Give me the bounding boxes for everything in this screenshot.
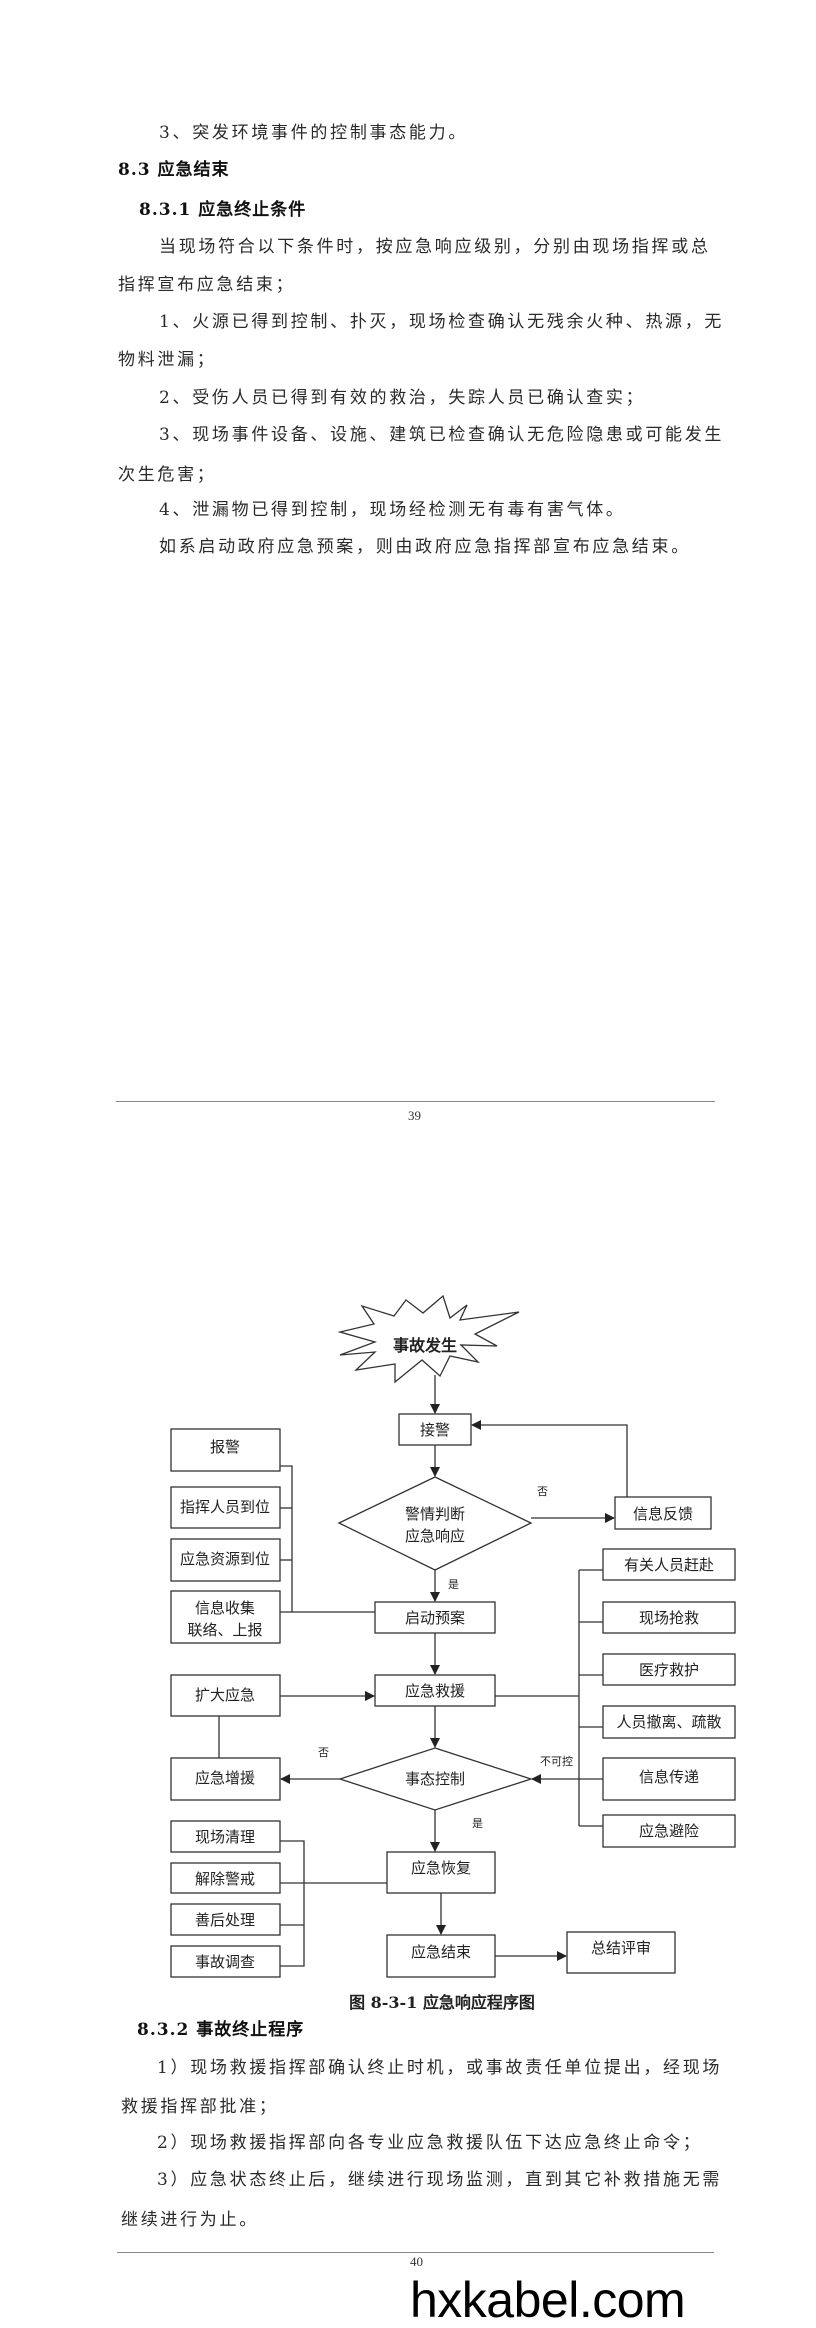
node-reinforce-label: 应急增援 — [195, 1769, 255, 1787]
subsection-heading: 8.3.2 事故终止程序 — [137, 2020, 305, 2040]
page-number: 39 — [408, 1108, 421, 1123]
paragraph-line: 1、火源已得到控制、扑灭，现场检查确认无残余火种、热源，无 — [159, 312, 725, 332]
paragraph-line: 救援指挥部批准； — [121, 2097, 279, 2117]
node-end — [386, 1934, 496, 1978]
node-left2-label: 事故调查 — [195, 1953, 255, 1971]
node-right-label: 医疗救护 — [639, 1661, 699, 1679]
starburst-shape — [337, 1294, 520, 1384]
node-rescue — [374, 1674, 496, 1707]
node-info-collect — [170, 1590, 281, 1644]
node-end-label: 应急结束 — [411, 1943, 471, 1961]
node-info-relay — [602, 1757, 736, 1801]
paragraph-line: 当现场符合以下条件时，按应急响应级别，分别由现场指挥或总 — [159, 237, 711, 257]
paragraph-line: 继续进行为止。 — [121, 2210, 259, 2230]
paragraph-line: 3、现场事件设备、设施、建筑已检查确认无危险隐患或可能发生 — [159, 425, 725, 445]
watermark: hxkabel.com — [410, 2272, 686, 2328]
node-start: 事故发生 — [393, 1336, 457, 1355]
feedback-arrow — [471, 1420, 628, 1497]
node-aftermath — [170, 1903, 281, 1936]
paragraph-line: 2、受伤人员已得到有效的救治，失踪人员已确认查实； — [159, 388, 646, 408]
paragraph-line: 1）现场救援指挥部确认终止时机，或事故责任单位提出，经现场 — [157, 2058, 723, 2078]
node-investigation — [170, 1945, 281, 1978]
node-commanders-label: 指挥人员到位 — [180, 1498, 270, 1516]
node-review — [566, 1931, 676, 1974]
node-lift-cordon — [170, 1862, 281, 1894]
section-heading: 8.3 应急结束 — [118, 160, 230, 180]
node-feedback — [614, 1496, 712, 1530]
node-personnel-dispatch — [602, 1548, 736, 1581]
figure-caption: 图 8-3-1 应急响应程序图 — [349, 1993, 535, 2012]
node-feedback-label: 信息反馈 — [633, 1505, 693, 1523]
page-number: 40 — [410, 2254, 423, 2269]
node-right-label: 人员撤离、疏散 — [616, 1713, 721, 1731]
node-medical-aid — [602, 1653, 736, 1686]
subsection-heading: 8.3.1 应急终止条件 — [139, 200, 307, 220]
node-left2-label: 解除警戒 — [195, 1870, 255, 1888]
node-evacuation — [602, 1705, 736, 1739]
yes-label: 是 — [472, 1817, 483, 1830]
node-left2-label: 现场清理 — [195, 1828, 255, 1846]
node-recover — [386, 1851, 496, 1894]
node-onsite-rescue — [602, 1601, 736, 1634]
node-alarm-label: 报警 — [210, 1438, 240, 1456]
node-control-label: 事态控制 — [405, 1770, 465, 1788]
paragraph-line: 4、泄漏物已得到控制，现场经检测无有毒有害气体。 — [159, 500, 626, 520]
paragraph-line: 3）应急状态终止后，继续进行现场监测，直到其它补救措施无需 — [157, 2170, 723, 2190]
node-site-cleanup — [170, 1820, 281, 1853]
paragraph-line: 2）现场救援指挥部向各专业应急救援队伍下达应急终止命令； — [157, 2133, 703, 2153]
footer-rule — [117, 2252, 714, 2253]
paragraph-line: 指挥宣布应急结束； — [118, 275, 296, 295]
node-resources-in-place — [170, 1538, 281, 1582]
no-label: 否 — [318, 1746, 329, 1759]
node-right-label: 信息传递 — [639, 1768, 699, 1786]
no-label: 否 — [537, 1485, 548, 1498]
node-review-label: 总结评审 — [591, 1939, 651, 1957]
node-recover-label: 应急恢复 — [411, 1859, 471, 1877]
node-receive-label: 接警 — [420, 1421, 450, 1439]
paragraph-line: 次生危害； — [118, 465, 217, 485]
node-info-collect-line1: 信息收集 — [195, 1599, 255, 1617]
node-rescue-label: 应急救援 — [405, 1682, 465, 1700]
footer-rule — [116, 1101, 715, 1102]
node-info-collect-line2: 联络、上报 — [187, 1621, 262, 1639]
intro-line: 3、突发环境事件的控制事态能力。 — [159, 123, 469, 143]
node-judge-line2: 应急响应 — [405, 1527, 465, 1545]
paragraph-line: 如系启动政府应急预案，则由政府应急指挥部宣布应急结束。 — [159, 537, 691, 557]
node-left2-label: 善后处理 — [195, 1911, 255, 1929]
bracket — [280, 1840, 305, 1967]
bracket — [280, 1465, 293, 1612]
node-resources-label: 应急资源到位 — [180, 1550, 270, 1568]
node-start-plan-label: 启动预案 — [405, 1609, 465, 1627]
node-right-label: 应急避险 — [639, 1822, 699, 1840]
node-right-label: 现场抢救 — [639, 1609, 699, 1627]
node-expand-label: 扩大应急 — [195, 1686, 255, 1704]
node-right-label: 有关人员赶赴 — [624, 1556, 714, 1574]
uncontrollable-label: 不可控 — [540, 1754, 573, 1768]
yes-label: 是 — [448, 1578, 459, 1591]
node-alarm — [170, 1428, 281, 1472]
node-start-plan — [374, 1601, 496, 1634]
paragraph-line: 物料泄漏； — [118, 350, 217, 370]
node-expand — [170, 1674, 281, 1717]
node-emergency-avoid — [602, 1814, 736, 1848]
node-judge-line1: 警情判断 — [405, 1505, 465, 1523]
node-judge — [337, 1476, 533, 1571]
node-reinforce — [170, 1757, 281, 1801]
